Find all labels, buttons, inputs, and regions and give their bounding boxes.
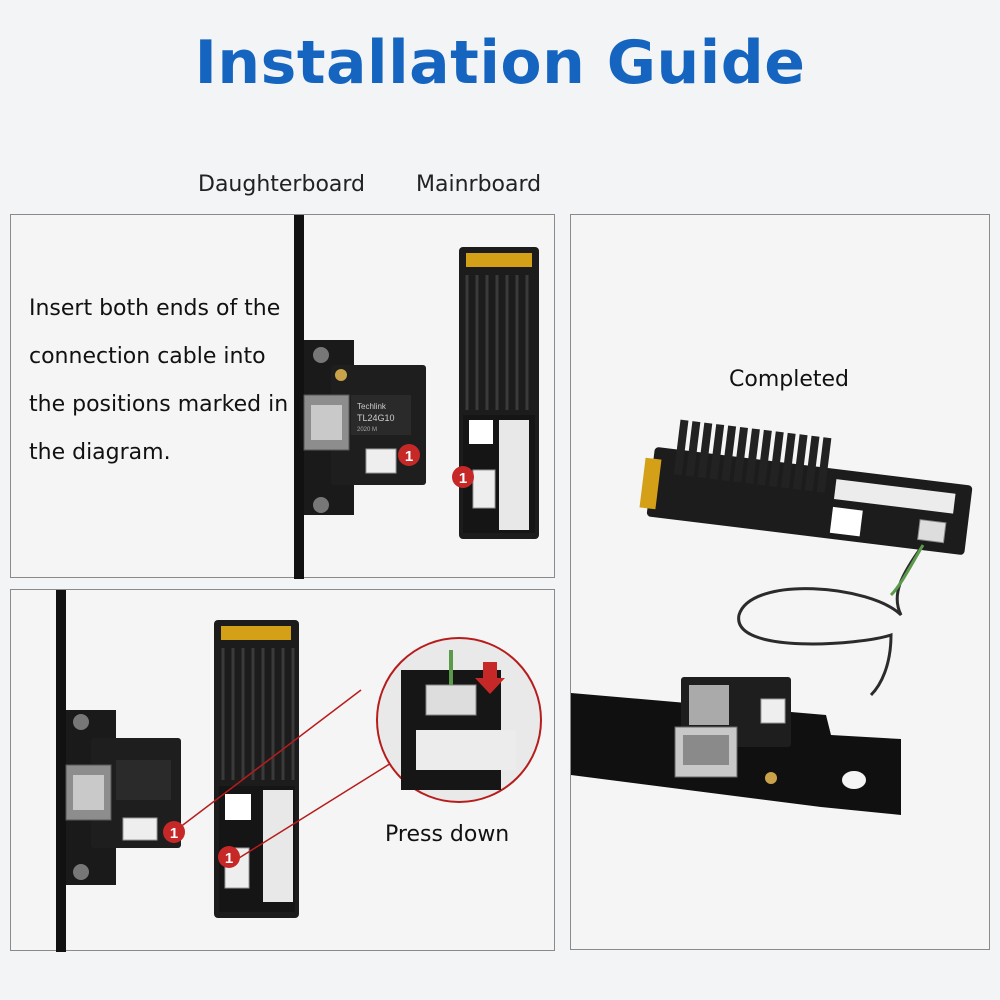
marker-1-daughterboard: 1	[163, 821, 185, 843]
completed-panel: Completed	[570, 214, 990, 950]
bracket	[56, 590, 66, 952]
screw-top	[313, 347, 329, 363]
callout-line-2	[238, 759, 397, 859]
step-1-panel: Insert both ends of the connection cable…	[10, 214, 555, 579]
installed-mainboard	[639, 419, 973, 555]
step-1-illustration: Techlink TL24G10 2020 M	[294, 215, 539, 579]
serial-label	[263, 790, 293, 902]
gold-contacts	[639, 457, 662, 510]
bracket	[294, 215, 304, 579]
page-title: Installation Guide	[194, 28, 806, 98]
connection-cable	[737, 544, 925, 697]
marker-1-daughterboard: 1	[398, 444, 420, 466]
marker-1-mainboard: 1	[452, 466, 474, 488]
qr-code	[225, 794, 251, 820]
serial-label	[833, 479, 956, 514]
board-code: 2020 M	[357, 427, 377, 433]
mainboard-label: Mainrboard	[416, 172, 542, 197]
board-brand: Techlink	[357, 402, 387, 411]
qr-code	[829, 506, 863, 537]
completed-illustration	[571, 419, 973, 815]
serial-label	[499, 420, 529, 530]
callout-line-1	[170, 689, 362, 835]
completed-caption: Completed	[729, 367, 849, 392]
svg-text:1: 1	[170, 825, 178, 842]
connector-socket	[365, 448, 397, 474]
connector-socket-main	[472, 469, 496, 509]
mainboard-card	[459, 247, 539, 539]
gold-contacts	[221, 626, 291, 640]
connector-socket	[122, 817, 158, 841]
screw-bottom	[313, 497, 329, 513]
board-model: TL24G10	[357, 413, 395, 423]
gold-contacts	[466, 253, 532, 267]
press-down-caption: Press down	[385, 822, 510, 847]
installed-bracket	[571, 677, 901, 815]
bracket-hole	[842, 771, 866, 789]
daughterboard	[65, 710, 181, 885]
svg-text:1: 1	[225, 850, 233, 867]
heatsink-fins	[221, 648, 295, 780]
qr-code	[469, 420, 493, 444]
press-arrow	[483, 662, 497, 678]
svg-text:1: 1	[405, 448, 413, 465]
zoom-callout	[376, 637, 542, 803]
step-2-illustration: 1 1	[56, 590, 542, 952]
heatsink-fins	[673, 419, 832, 493]
instruction-text: Insert both ends of the connection cable…	[29, 296, 289, 465]
svg-text:1: 1	[459, 470, 467, 487]
marker-1-mainboard: 1	[218, 846, 240, 868]
daughterboard-label: Daughterboard	[198, 172, 366, 197]
heatsink-fins	[465, 275, 529, 410]
step-2-panel: Press down	[10, 589, 555, 952]
daughterboard: Techlink TL24G10 2020 M	[303, 340, 426, 515]
